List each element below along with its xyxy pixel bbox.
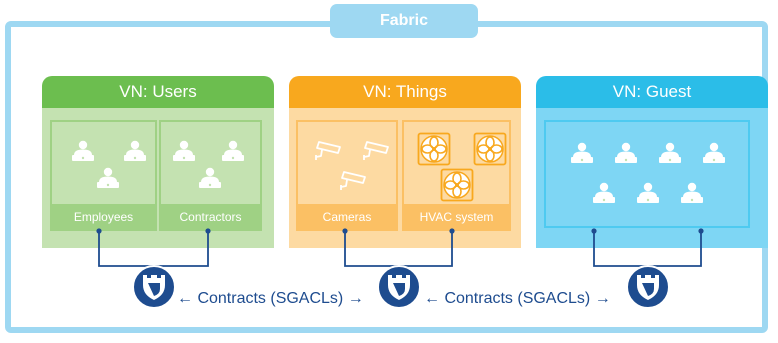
person-at-laptop-icon	[123, 140, 147, 167]
person-at-laptop-icon	[71, 140, 95, 167]
fabric-title: Fabric	[379, 12, 428, 29]
person-at-laptop-icon	[96, 167, 120, 194]
person-at-laptop-icon	[198, 167, 222, 194]
contract-label-things-guest: ← Contracts (SGACLs) →	[424, 290, 611, 308]
person-at-laptop-icon	[658, 142, 682, 169]
connector-wire	[344, 231, 453, 267]
vn-things-title: VN: Things	[363, 82, 447, 101]
person-at-laptop-icon	[172, 140, 196, 167]
group-label-employees-text: Employees	[73, 209, 134, 224]
connector-dot	[591, 228, 597, 234]
hvac-fan-icon	[440, 168, 474, 207]
vn-things: VN: Things Cameras HVAC system	[289, 76, 521, 248]
connector-dot	[698, 228, 704, 234]
group-guests	[544, 120, 750, 228]
group-label-cameras: Cameras	[298, 204, 396, 229]
vn-things-body: Cameras HVAC system	[289, 108, 521, 248]
connector-dot	[205, 228, 211, 234]
vn-guest: VN: Guest	[536, 76, 768, 248]
group-label-hvac-system: HVAC system	[404, 204, 509, 229]
vn-users: VN: Users Employees Contractors	[42, 76, 274, 248]
group-hvac-system: HVAC system	[402, 120, 511, 231]
connector-wire	[593, 231, 702, 267]
security-camera-icon	[313, 139, 343, 168]
vn-users-header: VN: Users	[42, 76, 274, 108]
contract-label-users-things: ← Contracts (SGACLs) →	[177, 290, 364, 308]
hvac-fan-icon	[417, 132, 451, 171]
connector-dot	[342, 228, 348, 234]
contract-label-users-things-text: ← Contracts (SGACLs) →	[177, 290, 364, 307]
contract-label-things-guest-text: ← Contracts (SGACLs) →	[424, 290, 611, 307]
shield-icon	[132, 265, 176, 309]
vn-guest-body	[536, 108, 768, 248]
group-label-hvac-system-text: HVAC system	[419, 209, 494, 224]
group-label-cameras-text: Cameras	[322, 209, 372, 224]
person-at-laptop-icon	[636, 182, 660, 209]
group-contractors: Contractors	[159, 120, 262, 231]
group-label-employees: Employees	[52, 204, 155, 229]
group-employees: Employees	[50, 120, 157, 231]
person-at-laptop-icon	[592, 182, 616, 209]
person-at-laptop-icon	[702, 142, 726, 169]
person-at-laptop-icon	[570, 142, 594, 169]
connector-dot	[449, 228, 455, 234]
shield-icon	[626, 265, 670, 309]
person-at-laptop-icon	[221, 140, 245, 167]
group-label-contractors: Contractors	[161, 204, 260, 229]
group-cameras: Cameras	[296, 120, 398, 231]
person-at-laptop-icon	[614, 142, 638, 169]
vn-guest-title: VN: Guest	[612, 82, 692, 101]
fabric-tab: Fabric	[330, 4, 478, 38]
vn-things-header: VN: Things	[289, 76, 521, 108]
person-at-laptop-icon	[680, 182, 704, 209]
connector-dot	[96, 228, 102, 234]
vn-users-title: VN: Users	[119, 82, 197, 101]
vn-guest-header: VN: Guest	[536, 76, 768, 108]
connector-wire	[98, 231, 209, 267]
shield-icon	[377, 265, 421, 309]
security-camera-icon	[338, 169, 368, 198]
group-label-contractors-text: Contractors	[179, 209, 242, 224]
hvac-fan-icon	[473, 132, 507, 171]
vn-users-body: Employees Contractors	[42, 108, 274, 248]
security-camera-icon	[361, 139, 391, 168]
